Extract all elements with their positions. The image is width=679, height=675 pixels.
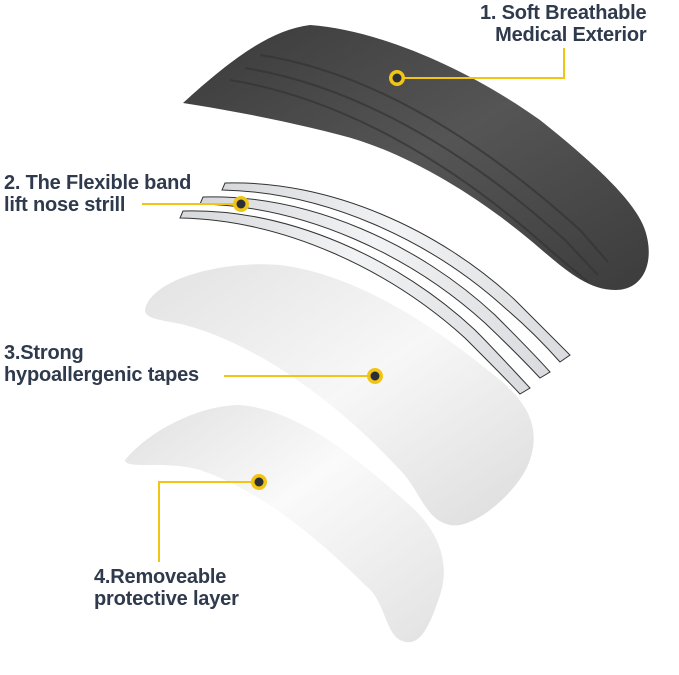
callout-2 (142, 196, 249, 212)
callout-3 (224, 368, 383, 384)
label-1-line-2: Medical Exterior (495, 24, 647, 46)
label-1-line-1: 1. Soft Breathable (480, 2, 647, 24)
label-4-line-2: protective layer (94, 588, 239, 610)
exterior-layer (183, 25, 649, 290)
label-flexible-band: 2. The Flexible band lift nose strill (4, 172, 191, 216)
callout-4 (158, 474, 267, 562)
label-hypoallergenic-tapes: 3.Strong hypoallergenic tapes (4, 342, 199, 386)
label-3-line-1: 3.Strong (4, 342, 84, 364)
label-protective-layer: 4.Removeable protective layer (94, 566, 239, 610)
label-3-line-2: hypoallergenic tapes (4, 364, 199, 386)
protective-layer (125, 405, 444, 643)
label-2-line-1: 2. The Flexible band (4, 172, 192, 194)
label-soft-breathable-exterior: 1. Soft Breathable Medical Exterior (480, 2, 647, 46)
label-2-line-2: lift nose strill (4, 194, 126, 216)
flexible-band-layer (179, 182, 571, 395)
callout-1 (389, 48, 565, 86)
label-4-line-1: 4.Removeable (94, 566, 227, 588)
tape-layer (145, 264, 534, 526)
